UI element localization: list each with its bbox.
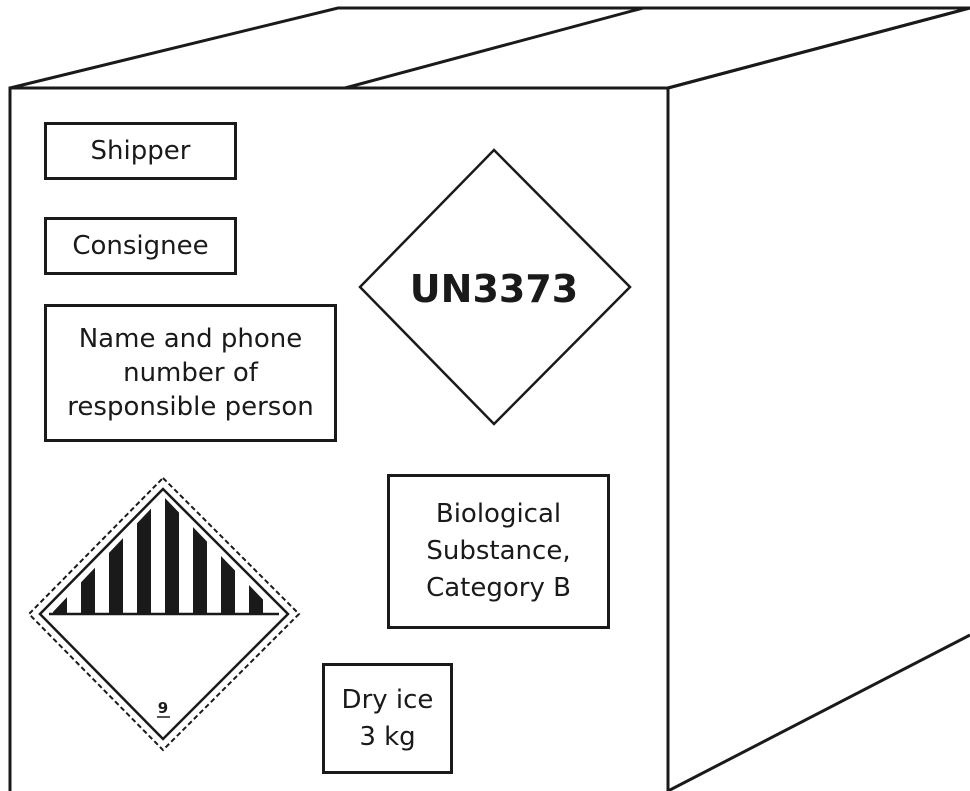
- substance-line-1: Biological: [435, 499, 562, 529]
- box-tape-line: [344, 6, 644, 90]
- substance-line-3: Category B: [426, 573, 571, 603]
- un3373-diamond-label: UN3373: [358, 148, 632, 426]
- dry-ice-line-1: Dry ice: [341, 684, 434, 715]
- hazard-stripe: [137, 496, 151, 614]
- dry-ice-line-2: 3 kg: [359, 721, 416, 752]
- responsible-person-line-3: responsible person: [67, 392, 314, 422]
- box-side-face: [667, 6, 970, 90]
- un-number-text: UN3373: [410, 267, 578, 311]
- responsible-person-label: Name and phone number of responsible per…: [44, 304, 337, 442]
- consignee-label: Consignee: [44, 217, 237, 275]
- shipper-label: Shipper: [44, 122, 237, 180]
- consignee-text: Consignee: [72, 231, 209, 261]
- responsible-person-line-1: Name and phone: [78, 324, 303, 354]
- class-9-miscellaneous-hazard-icon: 9: [27, 476, 301, 752]
- box-side-edge: [667, 633, 970, 791]
- hazard-class-number: 9: [158, 699, 168, 717]
- biological-substance-label: Biological Substance, Category B: [387, 474, 610, 629]
- hazard-stripe: [165, 496, 179, 614]
- dry-ice-label: Dry ice 3 kg: [322, 663, 453, 774]
- responsible-person-line-2: number of: [123, 358, 258, 388]
- substance-line-2: Substance,: [426, 536, 571, 566]
- shipper-text: Shipper: [90, 136, 191, 166]
